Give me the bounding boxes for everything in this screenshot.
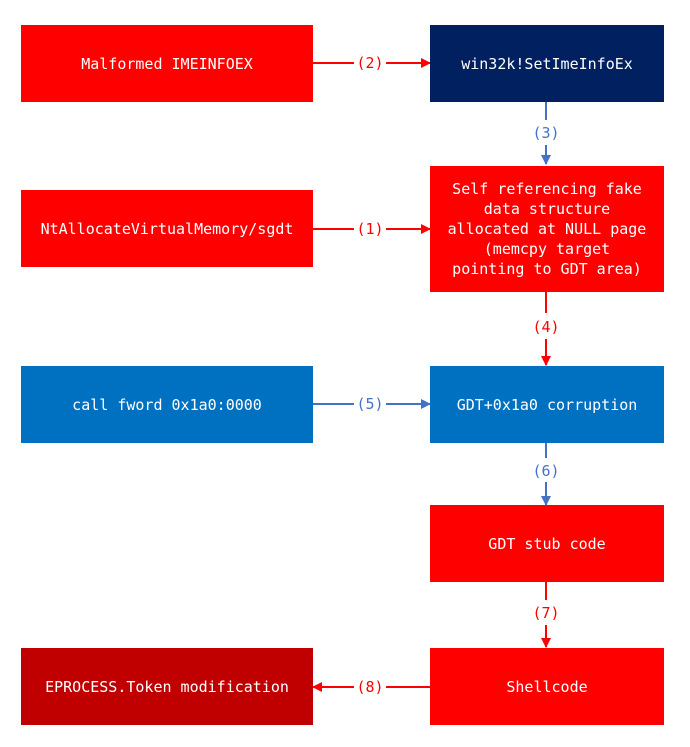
node-shellcode: Shellcode xyxy=(430,648,664,725)
edge-1-label: (1) xyxy=(356,220,383,238)
node-gdt-corruption: GDT+0x1a0 corruption xyxy=(430,366,664,443)
node-call-fword: call fword 0x1a0:0000 xyxy=(21,366,313,443)
edge-2-label: (2) xyxy=(356,54,383,72)
node-ntallocatevirtualmemory: NtAllocateVirtualMemory/sgdt xyxy=(21,190,313,267)
node-gdt-stub-code: GDT stub code xyxy=(430,505,664,582)
edge-6: (6) xyxy=(532,443,560,506)
edge-6-label: (6) xyxy=(532,462,559,480)
edge-7: (7) xyxy=(532,582,560,648)
node-setimeinfoex: win32k!SetImeInfoEx xyxy=(430,25,664,102)
edge-8-label: (8) xyxy=(356,678,383,696)
node-malformed-imeinfoex: Malformed IMEINFOEX xyxy=(21,25,313,102)
edge-4: (4) xyxy=(532,292,560,366)
node-fake-data-structure: Self referencing fake data structure all… xyxy=(430,166,664,292)
edge-3: (3) xyxy=(532,102,560,165)
edge-2: (2) xyxy=(313,54,431,72)
edge-1: (1) xyxy=(313,220,431,238)
edge-4-label: (4) xyxy=(532,318,559,336)
edge-7-label: (7) xyxy=(532,604,559,622)
edge-5-label: (5) xyxy=(356,395,383,413)
edge-8: (8) xyxy=(312,678,430,696)
edge-5: (5) xyxy=(313,395,431,413)
node-eprocess-token-modification: EPROCESS.Token modification xyxy=(21,648,313,725)
edge-3-label: (3) xyxy=(532,124,559,142)
